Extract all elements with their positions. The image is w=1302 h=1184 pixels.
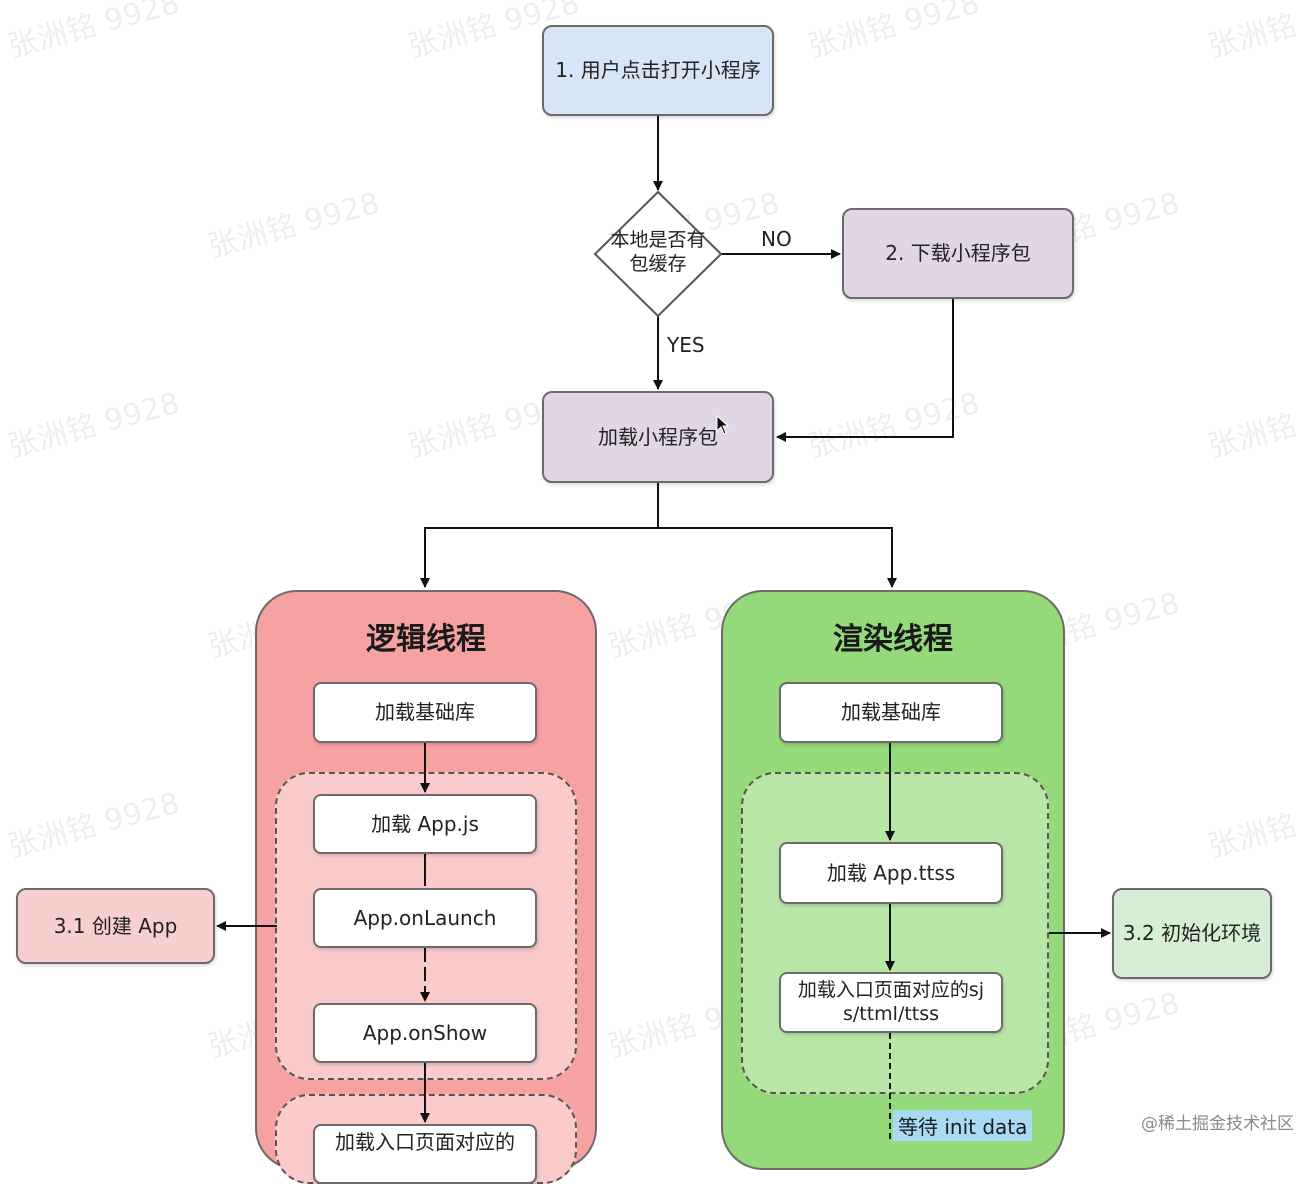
footer-credit: @稀土掘金技术社区	[1141, 1114, 1294, 1134]
logic-step-onshow: App.onShow	[313, 1003, 537, 1063]
mouse-cursor-icon	[716, 415, 730, 435]
download-node-label: 2. 下载小程序包	[885, 241, 1031, 265]
edge-label-yes: YES	[667, 333, 705, 357]
render-load-group	[741, 772, 1049, 1094]
start-node: 1. 用户点击打开小程序	[542, 25, 774, 116]
logic-thread-title: 逻辑线程	[366, 622, 486, 657]
load-package-label: 加载小程序包	[598, 424, 718, 449]
logic-step-load-entry: 加载入口页面对应的	[313, 1124, 537, 1184]
edge-download-load	[776, 299, 954, 442]
start-node-label: 1. 用户点击打开小程序	[555, 58, 761, 82]
wait-init-data-label: 等待 init data	[893, 1110, 1033, 1141]
download-node: 2. 下载小程序包	[842, 208, 1074, 299]
render-thread-title: 渲染线程	[833, 622, 953, 657]
render-step-load-entry: 加载入口页面对应的sjs/ttml/ttss	[779, 972, 1003, 1033]
create-app-node: 3.1 创建 App	[16, 888, 215, 964]
render-step-load-lib: 加载基础库	[779, 682, 1003, 743]
logic-step-load-lib: 加载基础库	[313, 682, 537, 743]
decision-diamond	[593, 190, 723, 318]
connector-lines	[216, 116, 1111, 1140]
logic-step-load-appjs: 加载 App.js	[313, 794, 537, 854]
decision-label: 本地是否有包缓存	[610, 229, 706, 275]
edge-load-split	[420, 483, 659, 588]
load-package-node: 加载小程序包	[542, 391, 774, 483]
init-env-node: 3.2 初始化环境	[1112, 888, 1272, 979]
logic-step-onlaunch: App.onLaunch	[313, 888, 537, 948]
render-step-load-ttss: 加载 App.ttss	[779, 842, 1003, 904]
edge-label-no: NO	[761, 227, 792, 251]
edge-load-render	[658, 527, 897, 588]
